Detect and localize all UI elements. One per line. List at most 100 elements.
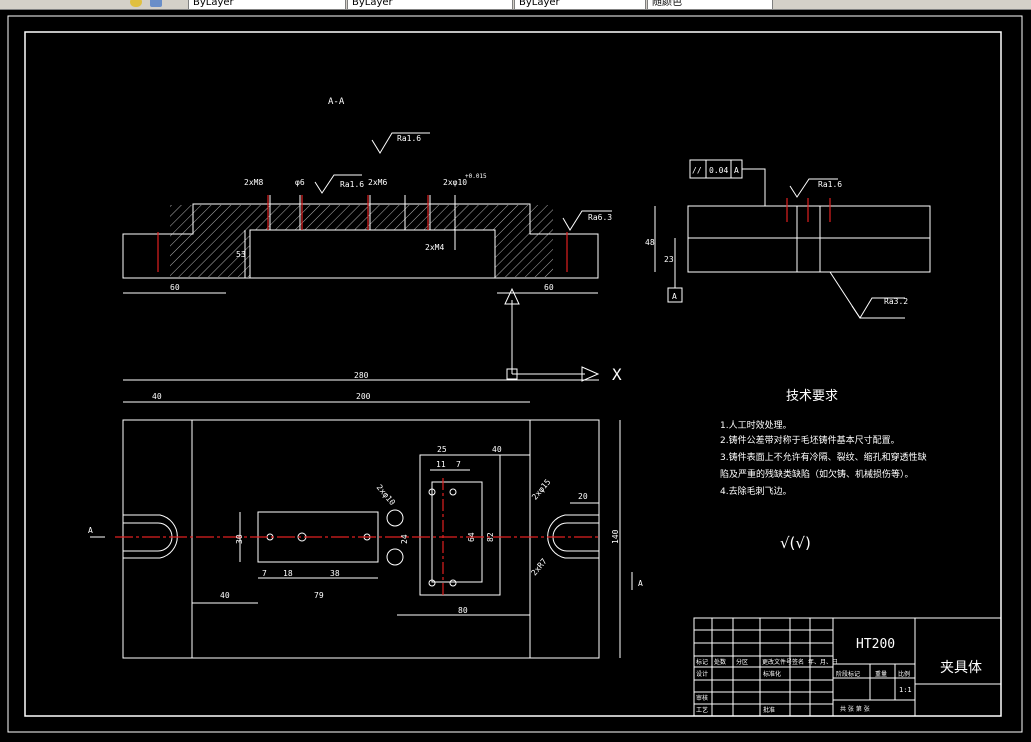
tb-cell: 审核 [696,694,708,702]
inner-border [24,31,1002,717]
side-centerlines [786,198,831,222]
hole-circle [449,579,457,587]
plotstyle-combo-value: 随颜色 [652,0,682,8]
tb-cell: 批准 [763,706,775,714]
plotstyle-combo[interactable]: 随颜色 [647,0,773,9]
dim-label: 2xφ10 [375,483,397,507]
roughness-label: Ra3.2 [884,297,908,306]
tech-req-line: 2.铸件公差带对称于毛坯铸件基本尺寸配置。 [720,434,900,446]
pocket-right-inner [431,481,483,583]
dim-label: 2xM4 [425,243,444,252]
dim-label: 25 [437,445,447,454]
part-name: 夹具体 [940,660,982,676]
dim-label: 18 [283,569,293,578]
roughness-label: Ra1.6 [397,134,421,143]
dim-label: 64 [467,532,476,542]
dim-label: 38 [330,569,340,578]
title-block-text: HT200 夹具体 标记 处数 分区 更改文件号 签名 年、月、日 设计 标准化… [696,637,982,714]
layer-state-icon[interactable] [130,0,142,7]
geo-tol-datum: A [734,166,739,175]
tb-cell: 分区 [736,658,748,666]
tb-cell: 签名 [792,658,804,666]
plan-outline [122,419,600,659]
geo-tol-leader [742,168,766,206]
dim-label: 40 [152,392,162,401]
section-label: A-A [328,97,345,107]
side-view [654,159,931,319]
tech-req-line: 1.人工时效处理。 [720,419,792,431]
section-hatch-right [495,205,553,277]
drawing-canvas[interactable]: A-A Ra1.6 2xM8 φ6 Ra1.6 2xM6 2xφ10 +0.01… [0,10,1031,738]
tol-label: +0.015 [465,173,487,180]
dim-label: 79 [314,591,324,600]
roughness-symbol [314,174,362,194]
dim-label: 11 [436,460,446,469]
tb-cell: 1:1 [899,686,912,694]
boss-circle [386,548,404,566]
roughness-leader [829,271,905,319]
dim-label: 2xM8 [244,178,263,187]
dim-label: 60 [544,283,554,292]
toolbar: ByLayer ByLayer ByLayer 随颜色 [0,0,1031,10]
dim-label: 2xR7 [529,557,548,578]
section-mark: A [638,579,643,588]
roughness-symbol [562,210,612,231]
dim-label: 40 [220,591,230,600]
dim-label: 24 [400,534,409,544]
plan-centerlines [115,478,600,598]
tb-cell: 工艺 [696,706,708,714]
ucs-x-label: X [612,365,622,384]
color-combo-value: ByLayer [193,0,234,8]
ucs-origin [506,368,518,380]
ucs-icon: X [504,287,622,384]
section-centerlines [157,195,568,272]
hole-circle [428,579,436,587]
tb-cell: 共 张 第 张 [840,705,870,713]
title-block [693,617,1002,717]
dim-label: 23 [664,255,674,264]
linetype-combo-value: ByLayer [352,0,393,8]
dim-label: 7 [262,569,267,578]
geo-tol-value: 0.04 [709,166,728,175]
tb-cell: 标准化 [763,670,781,678]
hole-circle [428,488,436,496]
dim-label: 2xM6 [368,178,387,187]
dim-label: 2xφ10 [443,178,467,187]
ucs-x-arrow [581,366,600,382]
roughness-label: Ra6.3 [588,213,612,222]
dim-label: 20 [578,492,588,501]
section-recess [249,229,496,279]
color-combo[interactable]: ByLayer [188,0,346,9]
section-annotations: Ra1.6 2xM8 φ6 Ra1.6 2xM6 2xφ10 +0.015 Ra… [170,132,612,292]
roughness-label: Ra1.6 [818,180,842,189]
roughness-symbol [789,178,838,198]
tech-req-line: 陷及严重的残缺类缺陷（如欠铸、机械损伤等）。 [720,468,914,480]
dim-label: 53 [236,250,246,259]
side-annotations: // 0.04 A Ra1.6 48 23 A Ra3.2 [645,166,908,319]
dim-label: 48 [645,238,655,247]
dim-label: 140 [611,529,620,544]
datum-label: A [672,292,677,301]
tech-req-title: 技术要求 [786,389,838,404]
dim-label: 200 [356,392,371,401]
tb-cell: 处数 [714,658,726,666]
tb-cell: 重量 [875,670,887,678]
layer-tool-icon[interactable] [150,0,162,7]
tb-cell: 比例 [898,670,910,678]
outer-border [7,15,1023,733]
roughness-symbol [851,297,905,319]
section-mark: A [88,526,93,535]
drawing-svg: A-A Ra1.6 2xM8 φ6 Ra1.6 2xM6 2xφ10 +0.01… [7,15,1023,733]
dim-label: 280 [354,371,369,380]
dim-label: 2xφ15 [530,477,552,501]
lineweight-combo[interactable]: ByLayer [514,0,646,9]
section-view [122,195,599,294]
boss-circle [386,509,404,527]
plan-view [90,379,633,659]
linetype-combo[interactable]: ByLayer [347,0,513,9]
tb-cell: 阶段标记 [836,670,860,678]
tb-cell: 更改文件号 [762,658,792,666]
hole-circle [449,488,457,496]
section-hatch-top [250,205,495,230]
lineweight-combo-value: ByLayer [519,0,560,8]
